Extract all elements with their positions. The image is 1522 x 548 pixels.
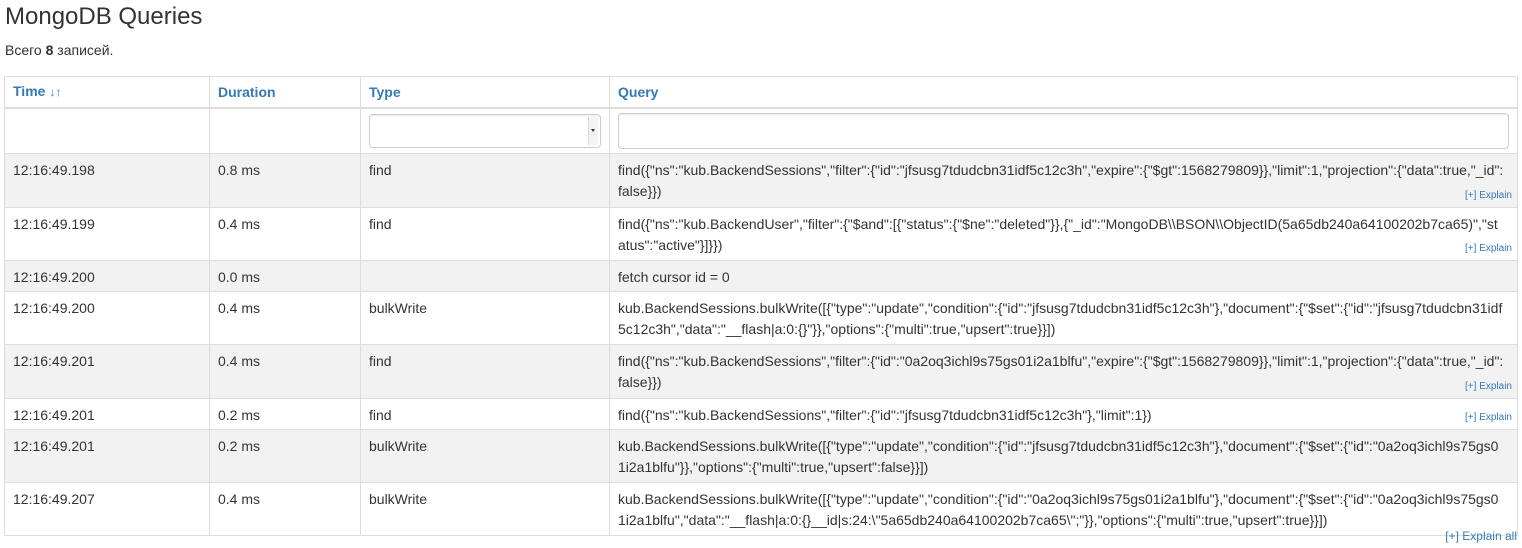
sort-query-link[interactable]: Query	[618, 83, 659, 100]
cell-query: kub.BackendSessions.bulkWrite([{"type":"…	[609, 482, 1518, 536]
cell-duration: 0.4 ms	[209, 344, 361, 399]
column-label-time: Time	[13, 83, 46, 99]
cell-type: bulkWrite	[360, 482, 610, 536]
queries-table: Time↓↑ Duration Type Query	[4, 76, 1518, 536]
filter-cell-duration	[209, 107, 361, 154]
cell-time: 12:16:49.199	[4, 207, 210, 261]
filter-cell-query	[609, 107, 1518, 154]
cell-duration: 0.0 ms	[209, 260, 361, 292]
cell-duration: 0.4 ms	[209, 207, 361, 261]
cell-query: fetch cursor id = 0	[609, 260, 1518, 292]
query-text: kub.BackendSessions.bulkWrite([{"type":"…	[618, 438, 1499, 475]
cell-time: 12:16:49.198	[4, 153, 210, 208]
cell-type: bulkWrite	[360, 429, 610, 483]
query-text: find({"ns":"kub.BackendSessions","filter…	[618, 162, 1504, 199]
cell-time: 12:16:49.200	[4, 260, 210, 292]
cell-query: kub.BackendSessions.bulkWrite([{"type":"…	[609, 291, 1518, 345]
cell-type: bulkWrite	[360, 291, 610, 345]
query-text: find({"ns":"kub.BackendSessions","filter…	[618, 407, 1152, 423]
cell-type	[360, 260, 610, 292]
cell-type: find	[360, 344, 610, 399]
summary-prefix: Всего	[5, 42, 46, 58]
cell-time: 12:16:49.201	[4, 398, 210, 430]
cell-duration: 0.2 ms	[209, 429, 361, 483]
column-header-time: Time↓↑	[4, 76, 210, 109]
cell-time: 12:16:49.201	[4, 344, 210, 399]
table-header-row: Time↓↑ Duration Type Query	[4, 76, 1518, 109]
sort-type-link[interactable]: Type	[369, 83, 401, 100]
explain-link[interactable]: [+] Explain	[1465, 190, 1512, 201]
cell-type: find	[360, 207, 610, 261]
filter-cell-time	[4, 107, 210, 154]
query-text: find({"ns":"kub.BackendSessions","filter…	[618, 353, 1504, 390]
cell-query: find({"ns":"kub.BackendSessions","filter…	[609, 344, 1518, 399]
page-title: MongoDB Queries	[5, 3, 203, 30]
explain-link[interactable]: [+] Explain	[1465, 381, 1512, 392]
cell-type: find	[360, 153, 610, 208]
cell-duration: 0.8 ms	[209, 153, 361, 208]
cell-duration: 0.4 ms	[209, 291, 361, 345]
filter-cell-type	[360, 107, 610, 154]
explain-link[interactable]: [+] Explain	[1465, 243, 1512, 254]
cell-query: kub.BackendSessions.bulkWrite([{"type":"…	[609, 429, 1518, 483]
column-header-type: Type	[360, 76, 610, 109]
column-header-duration: Duration	[209, 76, 361, 109]
type-filter-select[interactable]	[369, 114, 601, 148]
query-text: kub.BackendSessions.bulkWrite([{"type":"…	[618, 491, 1499, 528]
records-summary: Всего 8 записей.	[5, 41, 113, 59]
cell-type: find	[360, 398, 610, 430]
cell-query: find({"ns":"kub.BackendSessions","filter…	[609, 398, 1518, 430]
cell-time: 12:16:49.207	[4, 482, 210, 536]
cell-duration: 0.2 ms	[209, 398, 361, 430]
summary-count: 8	[45, 42, 54, 58]
cell-query: find({"ns":"kub.BackendSessions","filter…	[609, 153, 1518, 208]
cell-query: find({"ns":"kub.BackendUser","filter":{"…	[609, 207, 1518, 261]
cell-duration: 0.4 ms	[209, 482, 361, 536]
sort-numeric-asc-icon: ↓↑	[49, 85, 62, 99]
select-arrow-icon	[588, 117, 598, 145]
explain-all-link[interactable]: [+] Explain all	[1445, 529, 1517, 543]
sort-time-link[interactable]: Time↓↑	[13, 83, 61, 99]
column-header-query: Query	[609, 76, 1518, 109]
query-text: kub.BackendSessions.bulkWrite([{"type":"…	[618, 300, 1503, 337]
sort-duration-link[interactable]: Duration	[218, 83, 276, 100]
filter-row	[4, 107, 1518, 154]
summary-suffix: записей.	[53, 42, 114, 58]
query-filter-input[interactable]	[618, 113, 1509, 149]
cell-time: 12:16:49.200	[4, 291, 210, 345]
cell-time: 12:16:49.201	[4, 429, 210, 483]
explain-link[interactable]: [+] Explain	[1465, 412, 1512, 423]
query-text: find({"ns":"kub.BackendUser","filter":{"…	[618, 216, 1498, 253]
query-text: fetch cursor id = 0	[618, 269, 730, 285]
